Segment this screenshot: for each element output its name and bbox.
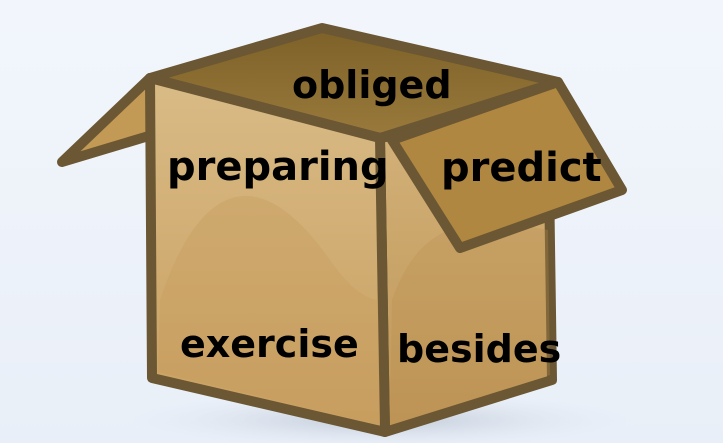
box-front-face — [145, 73, 390, 437]
word-side-lower: besides — [397, 327, 562, 371]
word-front-lower: exercise — [180, 322, 359, 366]
word-front-upper: preparing — [167, 144, 389, 190]
side-highlight — [390, 223, 550, 425]
right-flap — [387, 77, 627, 253]
front-highlight — [158, 195, 380, 425]
left-flap — [57, 73, 157, 167]
word-top: obliged — [292, 63, 452, 107]
word-right-flap: predict — [441, 145, 602, 191]
